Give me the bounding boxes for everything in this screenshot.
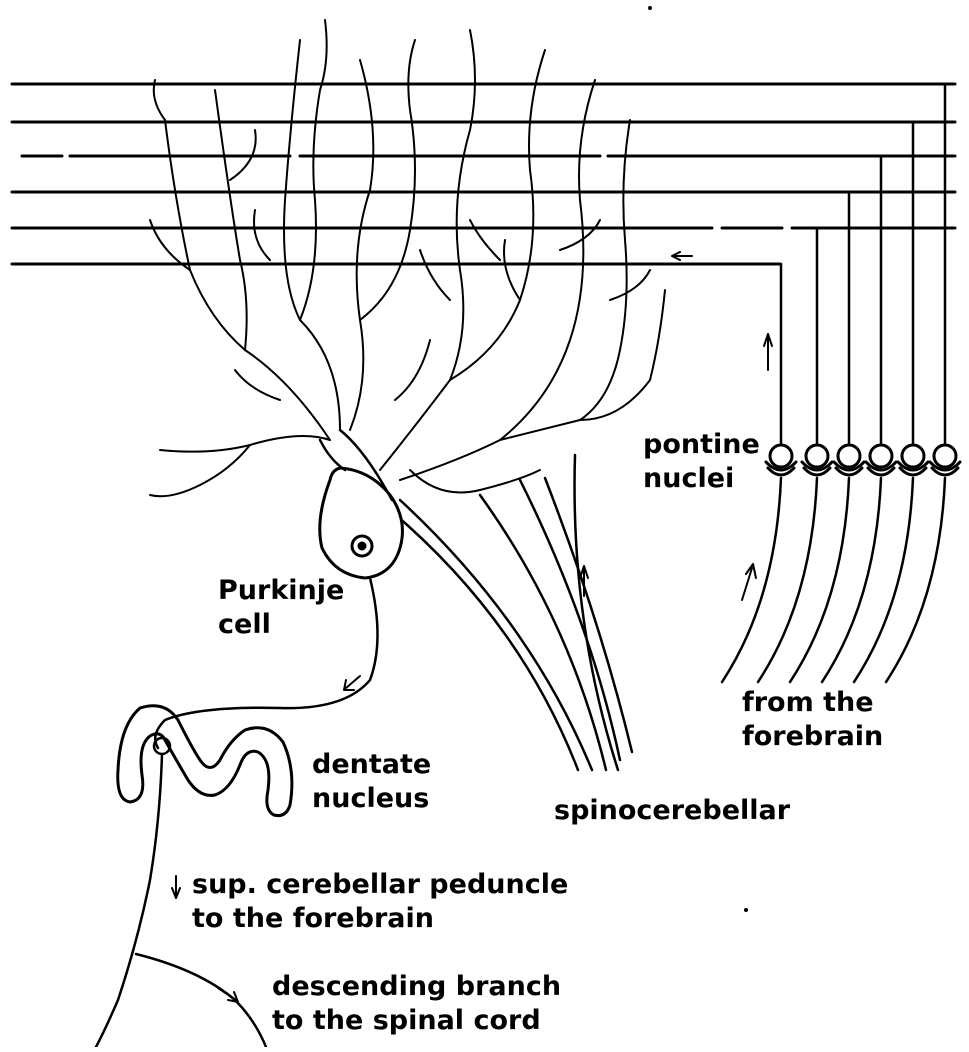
label-forebrain-line1: from the — [742, 686, 883, 720]
label-peduncle-line2: to the forebrain — [192, 902, 568, 936]
pontine-nuclei-cells — [766, 445, 960, 475]
label-dentate-line2: nucleus — [312, 782, 431, 816]
label-peduncle-line1: sup. cerebellar peduncle — [192, 868, 568, 902]
stray-dot — [744, 908, 748, 912]
label-spinocerebellar-line1: spinocerebellar — [554, 794, 790, 828]
label-descending-line2: to the spinal cord — [272, 1004, 561, 1038]
label-pontine: pontine nuclei — [643, 428, 760, 496]
label-descending: descending branch to the spinal cord — [272, 970, 561, 1038]
label-pontine-line2: nuclei — [643, 462, 760, 496]
peduncle-fiber — [96, 754, 162, 1047]
label-purkinje-line1: Purkinje — [218, 574, 344, 608]
parallel-fiber-arrow — [672, 252, 692, 260]
label-purkinje: Purkinje cell — [218, 574, 344, 642]
pontine-neuron — [766, 445, 796, 475]
forebrain-arrow — [742, 564, 756, 600]
parallel-fibers — [12, 84, 955, 264]
pontine-neuron — [866, 445, 896, 475]
dentate-nucleus — [118, 706, 292, 816]
pontine-neuron — [802, 445, 832, 475]
purkinje-cell-body — [320, 430, 403, 578]
pontine-axons — [781, 84, 945, 448]
pontine-neuron — [898, 445, 928, 475]
label-dentate-line1: dentate — [312, 748, 431, 782]
ascending-arrow — [764, 334, 772, 370]
label-spinocerebellar: spinocerebellar — [554, 794, 790, 828]
label-pontine-line1: pontine — [643, 428, 760, 462]
label-forebrain: from the forebrain — [742, 686, 883, 754]
purkinje-dendrites — [150, 20, 665, 496]
pontine-neuron — [834, 445, 864, 475]
stray-dot — [648, 6, 652, 10]
descending-branch-fiber — [136, 954, 266, 1047]
label-purkinje-line2: cell — [218, 608, 344, 642]
axon-arrow — [344, 676, 360, 690]
pontine-neuron — [930, 445, 960, 475]
label-descending-line1: descending branch — [272, 970, 561, 1004]
spinocerebellar-fibers — [390, 455, 632, 770]
peduncle-arrow — [172, 876, 180, 898]
forebrain-fibers — [722, 478, 945, 682]
label-forebrain-line2: forebrain — [742, 720, 883, 754]
label-dentate: dentate nucleus — [312, 748, 431, 816]
descending-arrow — [218, 988, 238, 1002]
label-peduncle: sup. cerebellar peduncle to the forebrai… — [192, 868, 568, 936]
